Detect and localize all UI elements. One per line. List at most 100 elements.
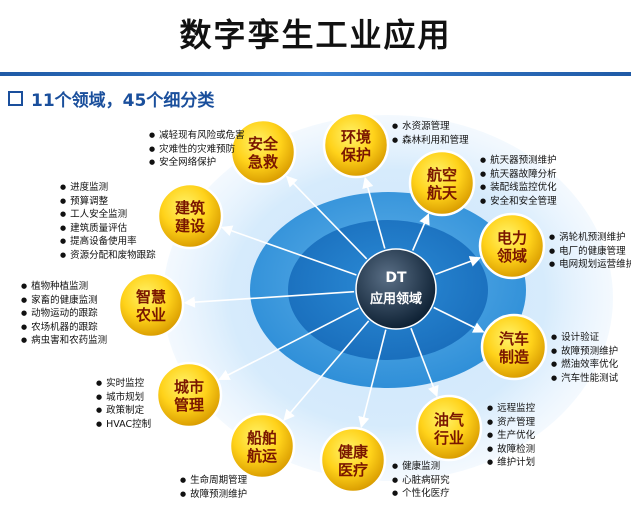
subcategory-list-power: 涡轮机预测维护电厂的健康管理电网规划运营维护 [549, 231, 631, 272]
center-label-line2: 应用领域 [370, 291, 422, 307]
domain-circle [228, 412, 296, 480]
arrow-city [218, 307, 359, 381]
domain-circle [408, 149, 476, 217]
domain-circle [322, 111, 390, 179]
center-label-line1: DT [385, 270, 407, 286]
domain-label-line2: 建设 [175, 217, 205, 235]
domain-label-line2: 急救 [248, 153, 278, 171]
subcategory-item: 装配线监控优化 [480, 181, 557, 195]
subcategory-item: 森林利用和管理 [392, 134, 469, 148]
domain-label-line1: 建筑 [175, 199, 205, 217]
subcategory-item: 政策制定 [96, 404, 151, 418]
domain-circle [480, 313, 548, 381]
subcategory-list-environment: 水资源管理森林利用和管理 [392, 120, 469, 147]
subtitle: 11个领域，45个细分类 [8, 86, 214, 111]
subcategory-list-city: 实时监控城市规划政策制定HVAC控制 [96, 377, 151, 431]
subcategory-item: 减轻现有风险或危害 [149, 129, 245, 143]
subcategory-item: 设计验证 [551, 331, 618, 345]
subcategory-list-agriculture: 植物种植监测家畜的健康监测动物运动的跟踪农场机器的跟踪病虫害和农药监测 [21, 280, 107, 348]
subcategory-item: 安全网络保护 [149, 156, 245, 170]
arrow-shipping [283, 320, 370, 421]
domain-label-line1: 电力 [497, 229, 527, 247]
arrow-agriculture [183, 290, 355, 308]
square-bullet-icon [8, 91, 23, 106]
arrow-safety [285, 175, 368, 260]
subcategory-item: 灾难性的灾难预防 [149, 143, 245, 157]
arrow-oilgas [410, 327, 439, 398]
domain-label-line1: 油气 [434, 411, 464, 429]
subcategory-item: 远程监控 [487, 402, 535, 416]
subcategory-item: 故障预测维护 [180, 488, 247, 502]
subcategory-list-automotive: 设计验证故障预测维护燃油效率优化汽车性能测试 [551, 331, 618, 385]
subcategory-item: 汽车性能测试 [551, 372, 618, 386]
subcategory-item: 工人安全监测 [60, 208, 156, 222]
subcategory-item: 心脏病研究 [392, 474, 450, 488]
domain-circle [156, 182, 224, 250]
subcategory-item: 生命周期管理 [180, 474, 247, 488]
subcategory-list-aerospace: 航天器预测维护航天器故障分析装配线监控优化安全和安全管理 [480, 154, 557, 208]
subcategory-item: 水资源管理 [392, 120, 469, 134]
subcategory-item: 故障检测 [487, 443, 535, 457]
subcategory-item: 个性化医疗 [392, 487, 450, 501]
title-divider [0, 72, 631, 76]
domain-label-line1: 健康 [338, 443, 369, 461]
domain-circle [319, 426, 387, 494]
subcategory-list-health: 健康监测心脏病研究个性化医疗 [392, 460, 450, 501]
domain-label-line2: 农业 [135, 306, 166, 324]
connector-arrows [183, 175, 485, 429]
subcategory-list-construction: 进度监测预算调整工人安全监测建筑质量评估提高设备使用率资源分配和废物跟踪 [60, 181, 156, 262]
subcategory-item: 航天器预测维护 [480, 154, 557, 168]
subcategory-item: 生产优化 [487, 429, 535, 443]
subcategory-item: 城市规划 [96, 391, 151, 405]
domain-label-line2: 航天 [427, 184, 458, 202]
subcategory-item: HVAC控制 [96, 418, 151, 432]
domain-label-line1: 城市 [174, 378, 204, 396]
arrow-environment [362, 176, 386, 249]
subcategory-item: 提高设备使用率 [60, 235, 156, 249]
domain-label-line1: 汽车 [499, 330, 529, 348]
domain-circle [117, 271, 185, 339]
subcategory-list-shipping: 生命周期管理故障预测维护 [180, 474, 247, 501]
subcategory-item: 植物种植监测 [21, 280, 107, 294]
domain-label-line2: 领域 [496, 247, 527, 265]
domain-label-line1: 环境 [341, 128, 371, 146]
subcategory-item: 涡轮机预测维护 [549, 231, 631, 245]
subcategory-list-safety: 减轻现有风险或危害灾难性的灾难预防安全网络保护 [149, 129, 245, 170]
domain-label-line1: 智慧 [136, 288, 166, 306]
subcategory-item: 资产管理 [487, 416, 535, 430]
subcategory-item: 健康监测 [392, 460, 450, 474]
subcategory-item: 燃油效率优化 [551, 358, 618, 372]
subcategory-item: 进度监测 [60, 181, 156, 195]
domain-label-line1: 航空 [427, 166, 457, 184]
arrow-aerospace [411, 213, 430, 251]
domain-label-line2: 行业 [433, 429, 464, 447]
domain-label-line1: 船舶 [247, 429, 277, 447]
domain-label-line1: 安全 [248, 135, 279, 153]
subcategory-item: 维护计划 [487, 456, 535, 470]
subtitle-text: 11个领域，45个细分类 [31, 91, 215, 111]
subcategory-item: 电网规划运营维护 [549, 258, 631, 272]
subcategory-item: 安全和安全管理 [480, 195, 557, 209]
domain-label-line2: 航运 [247, 447, 277, 465]
arrow-power [435, 256, 482, 276]
arrow-automotive [433, 306, 485, 333]
domain-circle [155, 361, 223, 429]
subcategory-item: 故障预测维护 [551, 345, 618, 359]
subcategory-item: 资源分配和废物跟踪 [60, 249, 156, 263]
subcategory-item: 农场机器的跟踪 [21, 321, 107, 335]
subcategory-item: 建筑质量评估 [60, 222, 156, 236]
subcategory-item: 电厂的健康管理 [549, 245, 631, 259]
subcategory-item: 航天器故障分析 [480, 168, 557, 182]
domain-label-line2: 制造 [499, 348, 529, 366]
domain-label-line2: 医疗 [338, 461, 368, 479]
page-title: 数字孪生工业应用 [179, 16, 452, 54]
